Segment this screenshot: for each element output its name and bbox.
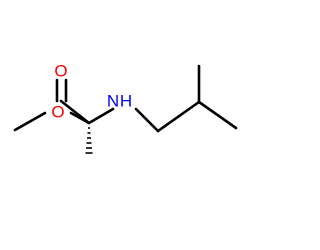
structure-diagram: O O N H <box>13 62 238 154</box>
oxygen-ether-label: O <box>51 103 64 122</box>
bond-carbonyl-calpha <box>59 99 91 125</box>
bond-n-ch2 <box>134 107 160 133</box>
bond-calpha-n <box>87 107 115 125</box>
hydrogen-label: H <box>120 92 132 111</box>
bond-ch2-ch <box>156 100 201 133</box>
bond-ch-me-right <box>197 100 238 130</box>
nitrogen-label: N <box>107 92 119 111</box>
bond-methyl-o <box>13 111 47 132</box>
oxygen-carbonyl-label: O <box>54 62 67 81</box>
stereo-hash-bond <box>85 127 93 154</box>
